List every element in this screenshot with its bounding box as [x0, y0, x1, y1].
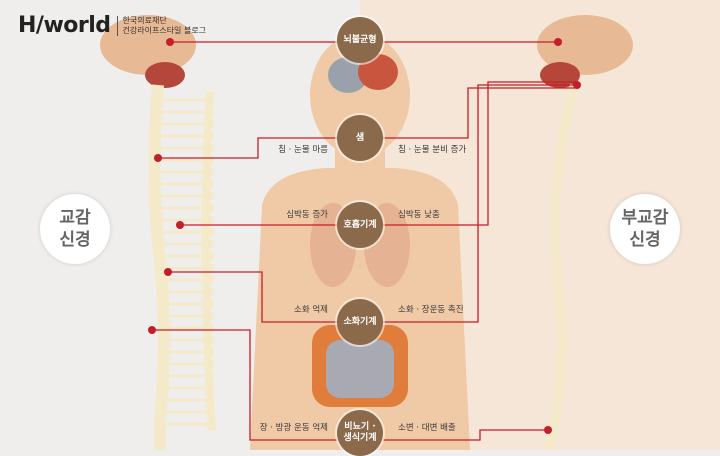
sympathetic-chain [160, 91, 216, 431]
glands-sympathetic-effect: 침 · 눈물 마름 [278, 145, 328, 155]
chain-ganglion [205, 359, 215, 369]
organ-badge-respiratory-label: 호흡기계 [343, 219, 377, 230]
chain-ganglion [205, 419, 215, 429]
respiratory-parasympathetic-effect: 심박동 낮춤 [398, 210, 440, 220]
chain-ganglion [205, 407, 215, 417]
chain-ganglion [205, 239, 215, 249]
chain-ganglion [205, 323, 215, 333]
chain-ganglion [205, 383, 215, 393]
organ-badge-respiratory: 호흡기계 [337, 202, 383, 248]
chain-ganglion [205, 299, 215, 309]
logo: H/world 한국의료재단 건강라이프스타일 블로그 [18, 13, 206, 39]
organ-badge-urogenital: 비뇨기 ·생식기계 [337, 410, 383, 456]
head-brain [328, 54, 398, 93]
chain-ganglion [205, 335, 215, 345]
sympathetic-title-line-2: 신경 [59, 230, 91, 250]
chain-ganglion [205, 119, 215, 129]
nerve-endpoints [148, 38, 581, 434]
organ-badge-brain-label: 뇌불균형 [343, 34, 377, 45]
nerve-connections [152, 41, 577, 441]
chain-ganglion [205, 275, 215, 285]
parasympathetic-title-line-1: 부교감 [621, 208, 669, 228]
urogenital-parasympathetic-effect: 소변 · 대변 배출 [398, 423, 456, 433]
logo-subtitle-line-1: 한국의료재단 [122, 16, 167, 25]
chain-ganglion [205, 167, 215, 177]
chain-ganglion [205, 215, 215, 225]
respiratory-sympathetic-effect: 심박동 증가 [286, 210, 328, 220]
digestive-parasympathetic-effect: 소화 · 장운동 촉진 [398, 305, 464, 315]
organ-badge-brain: 뇌불균형 [337, 17, 383, 63]
left-spinal-cord [148, 84, 170, 450]
organ-badge-urogenital-label-1: 비뇨기 · [344, 422, 376, 432]
chain-ganglion [205, 95, 215, 105]
chain-ganglion [205, 371, 215, 381]
logo-brand: H/world [18, 13, 111, 38]
chain-ganglion [205, 107, 215, 117]
chain-ganglion [205, 191, 215, 201]
urogenital-sympathetic-effect: 장 · 방광 운동 억제 [259, 423, 328, 433]
chain-ganglion [205, 143, 215, 153]
right-nerve [543, 83, 580, 450]
digestive-sympathetic-effect: 소화 억제 [294, 305, 328, 315]
organ-badge-digestive: 소화기계 [337, 299, 383, 345]
chain-ganglion [205, 227, 215, 237]
chain-ganglion [205, 179, 215, 189]
organ-badge-glands-label: 샘 [355, 132, 365, 143]
parasympathetic-title-line-2: 신경 [629, 230, 661, 250]
organ-badge-urogenital-label-2: 생식기계 [343, 433, 377, 443]
chain-ganglion [205, 251, 215, 261]
logo-subtitle-line-2: 건강라이프스타일 블로그 [122, 26, 207, 35]
chain-ganglion [205, 131, 215, 141]
chain-ganglion [205, 311, 215, 321]
intestines [312, 325, 408, 407]
chain-ganglion [205, 203, 215, 213]
glands-parasympathetic-effect: 침 · 눈물 분비 증가 [398, 145, 467, 155]
chain-ganglion [205, 263, 215, 273]
chain-ganglion [205, 395, 215, 405]
sympathetic-title-line-1: 교감 [59, 208, 91, 228]
logo-subtitle: 한국의료재단 건강라이프스타일 블로그 [116, 16, 207, 36]
chain-ganglion [205, 155, 215, 165]
organ-badge-glands: 샘 [337, 115, 383, 161]
organ-badge-digestive-label: 소화기계 [343, 316, 377, 327]
chain-ganglion [205, 287, 215, 297]
chain-ganglion [205, 347, 215, 357]
left-brain [100, 15, 196, 88]
